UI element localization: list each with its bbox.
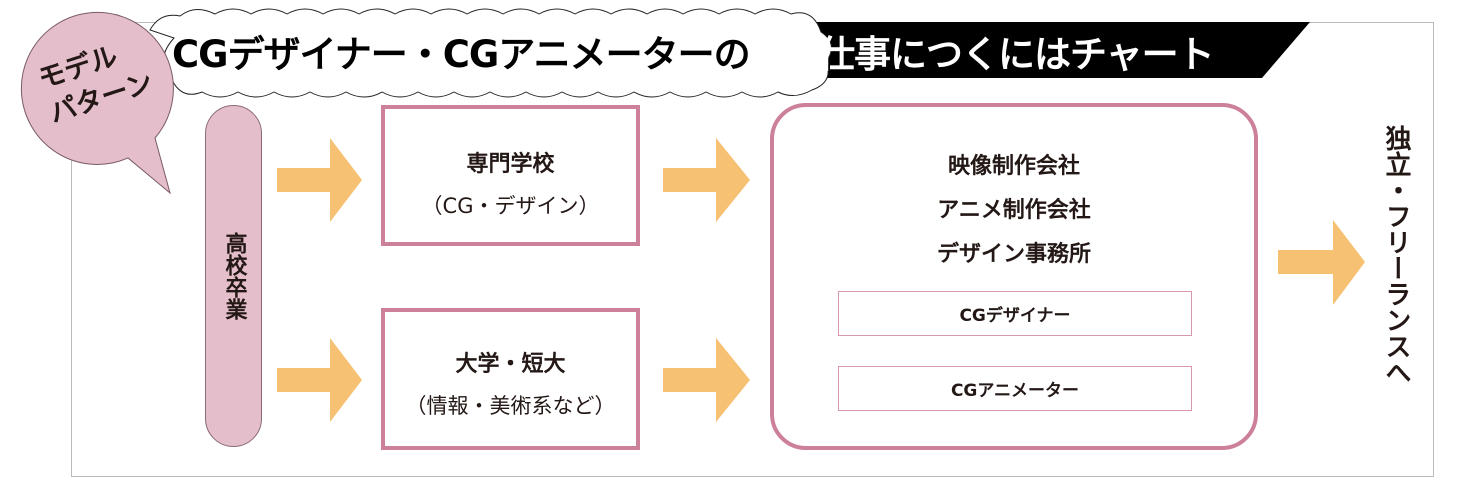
- arrow-icon: [663, 338, 750, 422]
- title-banner-text: 仕事につくにはチャート: [818, 33, 1215, 76]
- arrow-icon: [277, 338, 362, 422]
- title-cloud: [149, 8, 832, 98]
- arrow-icon: [277, 138, 362, 222]
- arrow-icon: [663, 138, 750, 222]
- employer-line: 映像制作会社: [947, 154, 1080, 179]
- employer-node: 映像制作会社 アニメ制作会社 デザイン事務所: [770, 103, 1258, 450]
- start-label: 高校卒業: [221, 232, 247, 320]
- school-node-vocational: 専門学校 （CG・デザイン）: [381, 105, 640, 246]
- school-title: 大学・短大: [455, 352, 566, 377]
- speech-bubble: [20, 11, 174, 195]
- start-node: 高校卒業: [205, 105, 262, 447]
- arrow-icon: [1278, 220, 1365, 305]
- final-node: 独立・フリーランスへ: [1381, 125, 1411, 385]
- title-cloud-text: CGデザイナー・CGアニメーターの: [172, 33, 751, 76]
- school-node-university: 大学・短大 （情報・美術系など）: [381, 308, 640, 450]
- job-cg-animator: CGアニメーター: [838, 366, 1192, 411]
- school-title: 専門学校: [466, 152, 555, 177]
- job-cg-designer: CGデザイナー: [838, 291, 1192, 336]
- title-banner: [780, 22, 1310, 78]
- school-sub: （CG・デザイン）: [421, 194, 600, 218]
- arrows: [277, 138, 1365, 422]
- school-sub: （情報・美術系など）: [405, 394, 616, 418]
- employer-line: アニメ制作会社: [937, 198, 1091, 223]
- employer-line: デザイン事務所: [936, 242, 1091, 267]
